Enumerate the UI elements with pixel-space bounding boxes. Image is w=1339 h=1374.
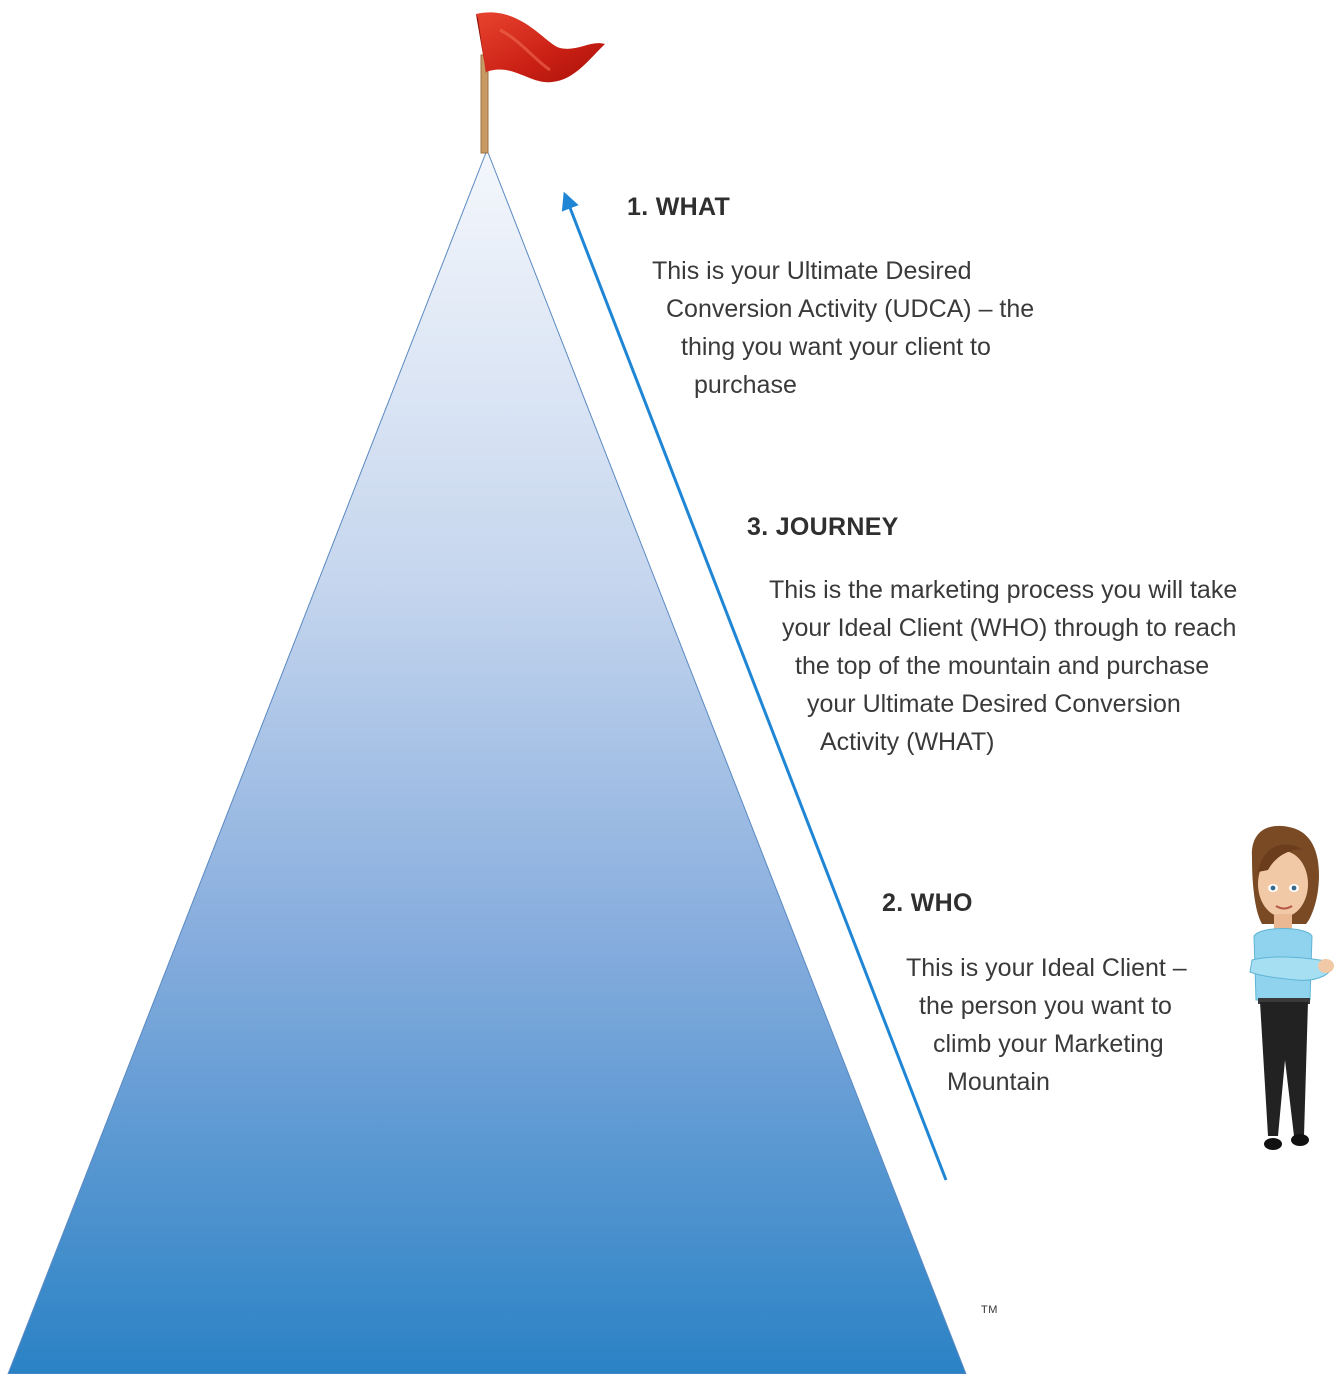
who-line: This is your Ideal Client –: [906, 954, 1187, 982]
what-line: purchase: [694, 371, 797, 399]
who-heading: 2. WHO: [882, 889, 973, 917]
woman-figure: [1249, 825, 1334, 1150]
what-description: This is your Ultimate Desired Conversion…: [652, 252, 1034, 404]
journey-description: This is the marketing process you will t…: [769, 571, 1237, 761]
journey-line: your Ideal Client (WHO) through to reach: [782, 614, 1237, 642]
who-description: This is your Ideal Client – the person y…: [906, 949, 1187, 1101]
what-heading: 1. WHAT: [627, 193, 731, 221]
what-line: Conversion Activity (UDCA) – the: [666, 295, 1035, 323]
who-line: the person you want to: [919, 992, 1172, 1020]
trademark-mark: TM: [981, 1304, 998, 1316]
journey-line: Activity (WHAT): [820, 728, 995, 756]
what-line: thing you want your client to: [681, 333, 991, 361]
journey-heading: 3. JOURNEY: [747, 513, 899, 541]
what-line: This is your Ultimate Desired: [652, 257, 972, 285]
journey-line: your Ultimate Desired Conversion: [807, 690, 1181, 718]
journey-line: the top of the mountain and purchase: [795, 652, 1210, 680]
mountain-shape: [7, 148, 967, 1374]
who-line: Mountain: [947, 1068, 1050, 1096]
journey-line: This is the marketing process you will t…: [769, 576, 1238, 604]
flag-icon: [476, 12, 605, 154]
up-arrow-icon: [561, 191, 948, 1181]
who-line: climb your Marketing: [933, 1030, 1164, 1058]
